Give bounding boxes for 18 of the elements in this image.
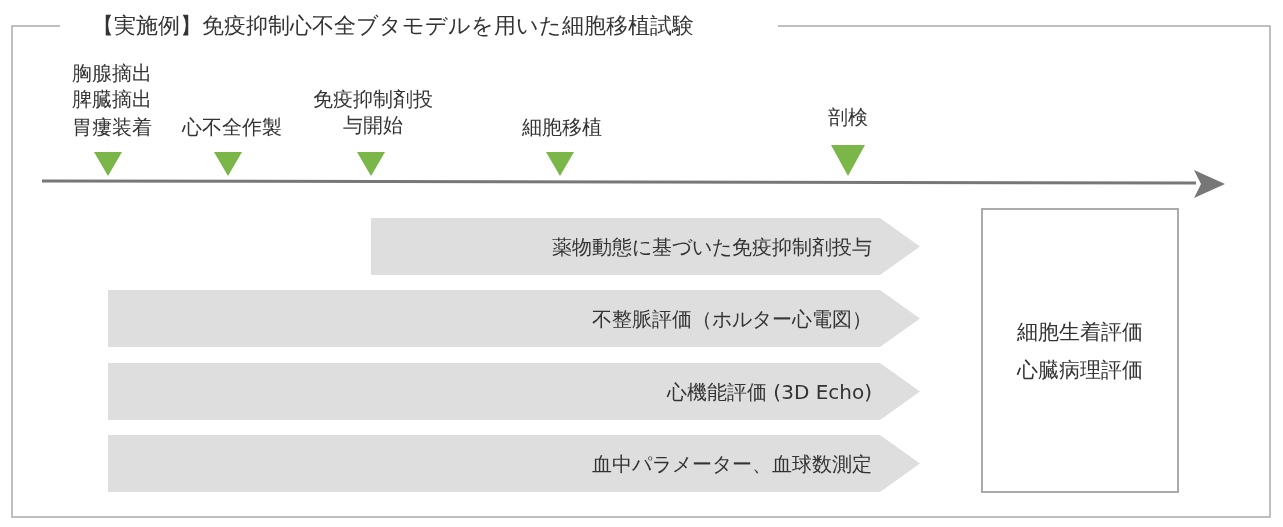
timeline-event-label: 胃瘻装着 [72, 114, 152, 140]
evaluation-label: 心臓病理評価 [1015, 356, 1144, 384]
evaluation-label: 細胞生着評価 [1016, 318, 1144, 346]
arrow-band [108, 290, 920, 347]
timeline-event-label: 剖検 [828, 104, 868, 130]
timeline-event-label: 脾臓摘出 [72, 86, 152, 112]
phase-label: 心機能評価 (3D Echo) [667, 378, 872, 405]
evaluation-box [981, 208, 1179, 493]
timeline-event-label: 胸腺摘出 [72, 60, 152, 86]
timeline-event-label: 心不全作製 [182, 114, 282, 140]
timeline-event-label: 細胞移植 [522, 114, 602, 140]
arrow-band [108, 435, 920, 492]
arrow-band [108, 363, 920, 420]
timeline-event-label: 免疫抑制剤投与開始 [313, 86, 433, 138]
phase-label: 血中パラメーター、血球数測定 [592, 450, 872, 477]
arrow-band [371, 218, 920, 275]
phase-label: 不整脈評価（ホルター心電図） [592, 305, 872, 332]
phase-label: 薬物動態に基づいた免疫抑制剤投与 [552, 233, 872, 260]
